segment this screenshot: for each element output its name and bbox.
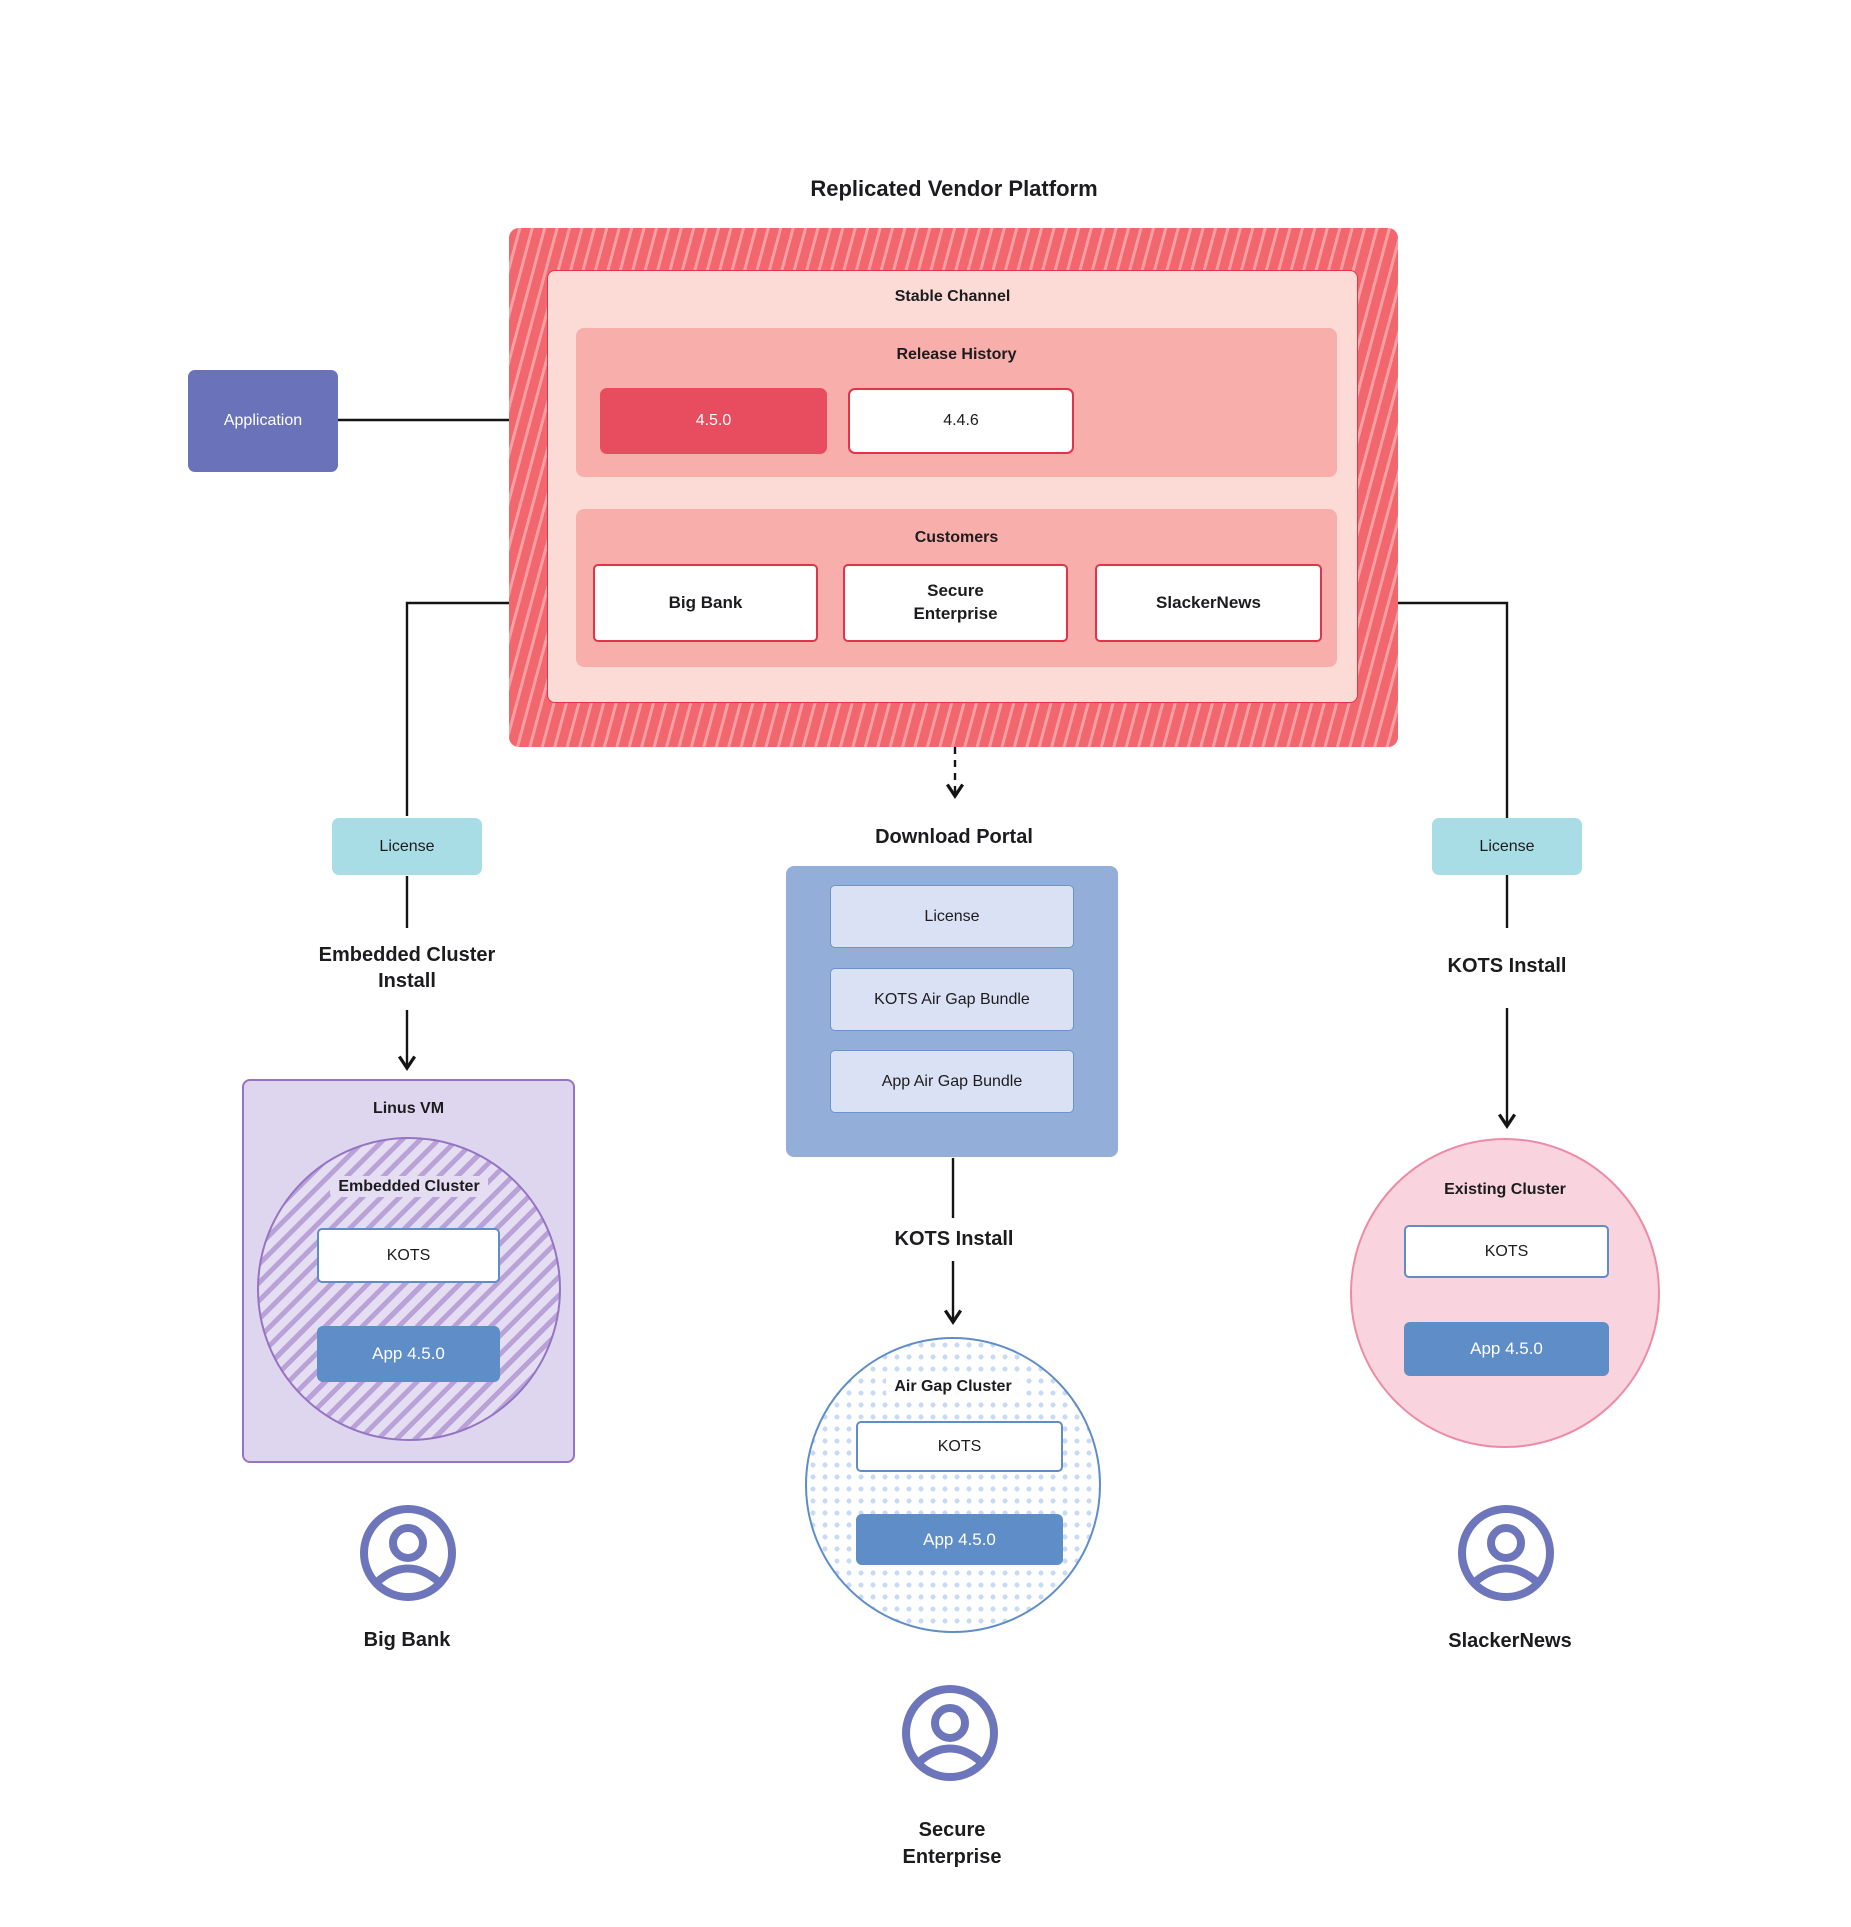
- release-4-4-6-node[interactable]: 4.4.6: [848, 388, 1074, 454]
- stable-channel-label: Stable Channel: [894, 288, 1011, 305]
- app-node-middle: App 4.5.0: [856, 1514, 1063, 1565]
- user-label-big-bank: Big Bank: [363, 1629, 451, 1651]
- customer-secure-enterprise-node[interactable]: Secure Enterprise: [843, 564, 1068, 642]
- user-icon-slackernews: [1458, 1505, 1554, 1601]
- air-gap-cluster-label: Air Gap Cluster: [805, 1376, 1101, 1397]
- download-portal-label: Download Portal: [875, 826, 1033, 848]
- user-label-slackernews: SlackerNews: [1448, 1630, 1572, 1652]
- app-node-right: App 4.5.0: [1404, 1322, 1609, 1376]
- kots-install-label-middle: KOTS Install: [894, 1228, 1014, 1250]
- customer-big-bank-node[interactable]: Big Bank: [593, 564, 818, 642]
- portal-app-airgap-bundle-item[interactable]: App Air Gap Bundle: [830, 1050, 1074, 1113]
- user-label-secure-enterprise: Secure Enterprise: [852, 1817, 1052, 1871]
- portal-license-item[interactable]: License: [830, 885, 1074, 948]
- portal-kots-airgap-bundle-item[interactable]: KOTS Air Gap Bundle: [830, 968, 1074, 1031]
- existing-cluster-label: Existing Cluster: [1444, 1181, 1566, 1198]
- user-icon-secure-enterprise: [902, 1685, 998, 1781]
- embedded-cluster-install-label: Embedded Cluster Install: [318, 944, 496, 992]
- license-node-left: License: [332, 818, 482, 875]
- linus-vm-label: Linus VM: [372, 1100, 445, 1117]
- customers-label: Customers: [914, 529, 999, 546]
- kots-install-label-right: KOTS Install: [1447, 955, 1567, 977]
- user-label-secure-enterprise-text: Secure Enterprise: [902, 1819, 1002, 1868]
- app-node-left: App 4.5.0: [317, 1326, 500, 1382]
- embedded-cluster-label-text: Embedded Cluster: [330, 1176, 488, 1197]
- air-gap-cluster-label-text: Air Gap Cluster: [886, 1376, 1020, 1397]
- application-node[interactable]: Application: [188, 370, 338, 472]
- existing-cluster-circle: [1350, 1138, 1660, 1448]
- page-title: Replicated Vendor Platform: [810, 176, 1098, 201]
- release-history-label: Release History: [896, 346, 1017, 363]
- release-4-5-0-node[interactable]: 4.5.0: [600, 388, 827, 454]
- embedded-cluster-label: Embedded Cluster: [257, 1176, 561, 1197]
- customer-slackernews-node[interactable]: SlackerNews: [1095, 564, 1322, 642]
- kots-node-right: KOTS: [1404, 1225, 1609, 1278]
- license-node-right: License: [1432, 818, 1582, 875]
- kots-node-middle: KOTS: [856, 1421, 1063, 1472]
- kots-node-left: KOTS: [317, 1228, 500, 1283]
- customer-secure-enterprise-text: Secure Enterprise: [913, 581, 998, 623]
- user-icon-big-bank: [360, 1505, 456, 1601]
